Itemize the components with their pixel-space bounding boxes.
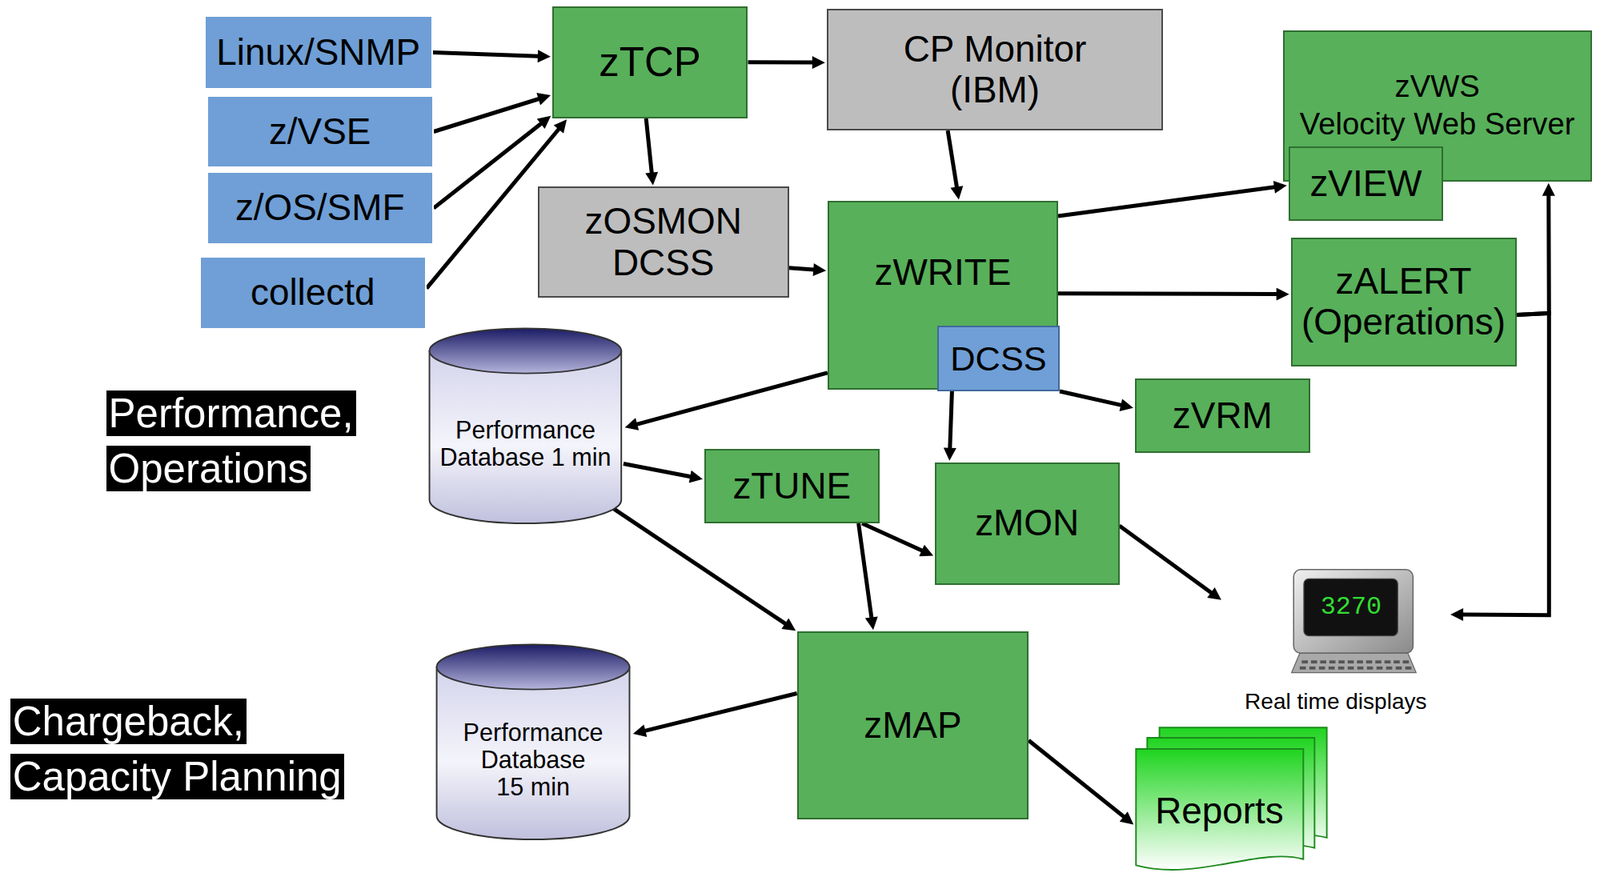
process-box: zTUNE (704, 449, 880, 524)
flow-arrow (1058, 291, 1278, 297)
flow-arrow (1119, 525, 1212, 594)
flow-arrow (748, 60, 814, 65)
source-box: collectd (199, 256, 427, 330)
node-label: DCSS (950, 339, 1047, 379)
flow-arrow (433, 52, 539, 57)
node-label: Performance Database 15 min (443, 718, 623, 802)
source-box: Linux/SNMP (204, 15, 434, 90)
node-label: collectd (250, 272, 376, 313)
section-label: Performance, Operations (106, 385, 403, 498)
process-box: zMAP (797, 631, 1029, 820)
flow-arrow (789, 268, 815, 270)
node-label: CP Monitor (IBM) (887, 28, 1103, 112)
flow-arrow (645, 693, 798, 732)
flow-arrow (623, 464, 691, 478)
flow-arrow (1516, 195, 1550, 316)
report-pages: Reports (1134, 726, 1329, 875)
node-label: z/VSE (268, 111, 371, 153)
flow-arrow (611, 507, 786, 625)
node-label: z/OS/SMF (235, 187, 406, 229)
source-box: z/OS/SMF (206, 171, 434, 245)
database-cylinder: Performance Database 15 min (434, 642, 632, 843)
flow-arrow (947, 130, 957, 188)
node-label: zVIEW (1309, 163, 1422, 205)
flow-arrow (1058, 187, 1276, 217)
source-box: z/VSE (206, 95, 434, 169)
database-cylinder: Performance Database 1 min (427, 326, 624, 526)
node-label: Reports (1154, 790, 1284, 832)
server-box: zVWSVelocity Web ServerzVIEW (1283, 30, 1592, 182)
section-label-text: Performance, Operations (106, 390, 357, 492)
flow-arrow (950, 391, 953, 450)
process-box: zALERT (Operations) (1291, 237, 1517, 367)
dcss-box: DCSS (937, 325, 1060, 392)
process-box: zMON (934, 462, 1120, 586)
node-label: zTCP (598, 39, 701, 85)
section-label: Chargeback, Capacity Planning (10, 693, 404, 806)
display-caption: Real time displays (1222, 689, 1449, 714)
process-box: zVRM (1134, 378, 1311, 454)
node-label: zWRITE (874, 252, 1012, 293)
flow-arrow (858, 523, 872, 618)
monitor-box: CP Monitor (IBM) (826, 8, 1164, 131)
node-label: zMAP (863, 705, 962, 746)
screen-text: 3270 (1303, 578, 1398, 636)
node-label: zVRM (1172, 395, 1273, 437)
dcss-box: zOSMON DCSS (537, 186, 790, 298)
flow-arrow (433, 123, 542, 209)
flow-arrow (645, 118, 652, 174)
process-box: zWRITE DCSS (827, 200, 1059, 390)
node-label: zOSMON DCSS (539, 200, 788, 284)
flow-arrow (1028, 740, 1124, 818)
process-box: zVIEW (1288, 146, 1444, 221)
flow-arrow (433, 99, 540, 133)
node-label: zMON (974, 502, 1079, 544)
node-label: zALERT (Operations) (1292, 260, 1516, 344)
flow-arrow (862, 523, 923, 551)
node-label: Velocity Web Server (1299, 104, 1576, 144)
node-label: Linux/SNMP (216, 32, 421, 73)
node-label: zTUNE (732, 465, 851, 507)
flow-arrow (1059, 391, 1122, 406)
process-box: zTCP (552, 6, 749, 119)
node-label: zVWS (1395, 67, 1480, 106)
flow-arrow (636, 372, 828, 426)
node-label: Performance Database 1 min (435, 416, 615, 472)
terminal-icon: 3270Real time displays (1222, 566, 1449, 718)
section-label-text: Chargeback, Capacity Planning (10, 698, 345, 800)
